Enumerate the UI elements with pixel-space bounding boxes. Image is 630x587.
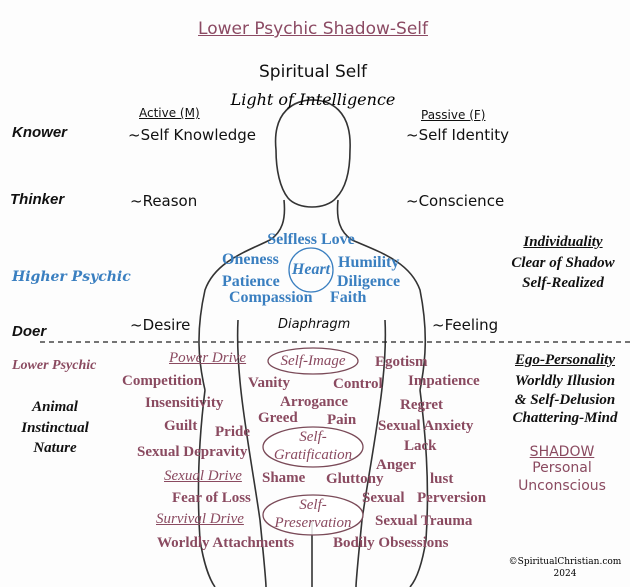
- trait-sexual-depravity: Sexual Depravity: [137, 444, 248, 460]
- shadow-personal: Personal: [532, 460, 592, 476]
- diligence: Diligence: [337, 273, 401, 290]
- clear-of-shadow: Clear of Shadow: [511, 255, 615, 271]
- passive-heading: Passive (F): [421, 108, 486, 122]
- self-knowledge: ~Self Knowledge: [128, 126, 256, 144]
- trait-guilt: Guilt: [164, 418, 198, 434]
- conscience: ~Conscience: [406, 192, 505, 210]
- page-title: Lower Psychic Shadow-Self: [198, 19, 428, 39]
- head-outline: [274, 99, 351, 208]
- worldly-illusion: Worldly Illusion: [514, 373, 616, 389]
- trait-worldly-attachments: Worldly Attachments: [157, 535, 295, 551]
- self-identity: ~Self Identity: [406, 126, 510, 144]
- self-image-center: Self-Image: [280, 353, 346, 369]
- right-torso: [355, 319, 387, 587]
- right-arm: [409, 389, 429, 587]
- chattering-mind: Chattering-Mind: [512, 410, 618, 426]
- nature: Nature: [33, 440, 77, 456]
- self-gratification-2: Gratification: [273, 447, 353, 463]
- trait-gluttony: Gluttony: [326, 471, 384, 487]
- heart-circle: [288, 247, 334, 293]
- neck-right: [336, 199, 427, 391]
- trait-lack: Lack: [404, 438, 437, 454]
- trait-shame: Shame: [262, 470, 306, 486]
- thinker-label: Thinker: [10, 191, 65, 208]
- active-heading: Active (M): [139, 106, 200, 120]
- humility: Humility: [338, 254, 400, 271]
- trait-arrogance: Arrogance: [280, 394, 349, 410]
- self-gratification-1: Self-: [299, 429, 327, 445]
- power-drive: Power Drive: [169, 350, 247, 366]
- lower-psychic-label: Lower Psychic: [12, 358, 97, 373]
- trait-impatience: Impatience: [408, 373, 480, 389]
- trait-regret: Regret: [400, 397, 444, 413]
- ego-personality-heading: Ego-Personality: [515, 352, 615, 368]
- heart: Heart: [291, 261, 331, 278]
- neck-left: [198, 199, 286, 391]
- trait-fear-of-loss: Fear of Loss: [172, 490, 251, 506]
- trait-perversion: Perversion: [417, 490, 487, 506]
- trait-insensitivity: Insensitivity: [145, 395, 224, 411]
- trait-bodily-obsessions: Bodily Obsessions: [333, 535, 449, 551]
- trait-pain: Pain: [327, 412, 357, 428]
- self-preservation-1: Self-: [299, 497, 327, 513]
- higher-psychic-label: Higher Psychic: [12, 269, 131, 285]
- survival-drive: Survival Drive: [156, 511, 244, 527]
- self-image-ellipse: [267, 347, 359, 375]
- faith: Faith: [330, 289, 367, 306]
- trait-pride: Pride: [215, 424, 250, 440]
- self-delusion: & Self-Delusion: [514, 392, 616, 408]
- trait-greed: Greed: [258, 410, 298, 426]
- trait-competition: Competition: [122, 373, 202, 389]
- left-torso: [236, 319, 267, 587]
- doer-label: Doer: [12, 323, 47, 340]
- trait-lust: lust: [430, 471, 454, 487]
- light-of-intelligence: Light of Intelligence: [230, 90, 396, 109]
- self-gratification-ellipse: [262, 426, 364, 468]
- trait-anger: Anger: [376, 457, 416, 473]
- spiritual-self: Spiritual Self: [259, 62, 367, 82]
- copyright-year: 2024: [553, 569, 577, 579]
- trait-control: Control: [333, 376, 383, 392]
- self-preservation-2: Preservation: [274, 515, 352, 531]
- instinctual: Instinctual: [21, 420, 89, 436]
- reason: ~Reason: [130, 192, 198, 210]
- diaphragm: Diaphragm: [278, 317, 351, 332]
- self-preservation-ellipse: [262, 494, 364, 536]
- copyright: ©SpiritualChristian.com: [508, 557, 622, 567]
- trait-sexual: Sexual: [362, 490, 405, 506]
- shadow-unconscious: Unconscious: [518, 478, 606, 494]
- trait-vanity: Vanity: [248, 375, 290, 391]
- trait-sexual-anxiety: Sexual Anxiety: [378, 418, 474, 434]
- knower-label: Knower: [12, 124, 68, 141]
- trait-sexual-trauma: Sexual Trauma: [375, 513, 473, 529]
- individuality-heading: Individuality: [523, 234, 603, 250]
- compassion: Compassion: [229, 289, 313, 306]
- shadow-heading: SHADOW: [529, 444, 595, 460]
- oneness: Oneness: [222, 251, 279, 268]
- feeling: ~Feeling: [432, 316, 499, 334]
- individuality-title: Individuality: [523, 232, 602, 252]
- animal: Animal: [32, 399, 78, 415]
- left-arm: [197, 389, 216, 587]
- desire: ~Desire: [130, 316, 191, 334]
- selfless-love: Selfless Love: [267, 231, 355, 248]
- self-realized: Self-Realized: [522, 275, 604, 291]
- patience: Patience: [222, 273, 280, 290]
- sexual-drive: Sexual Drive: [164, 468, 242, 484]
- trait-egotism: Egotism: [375, 354, 428, 370]
